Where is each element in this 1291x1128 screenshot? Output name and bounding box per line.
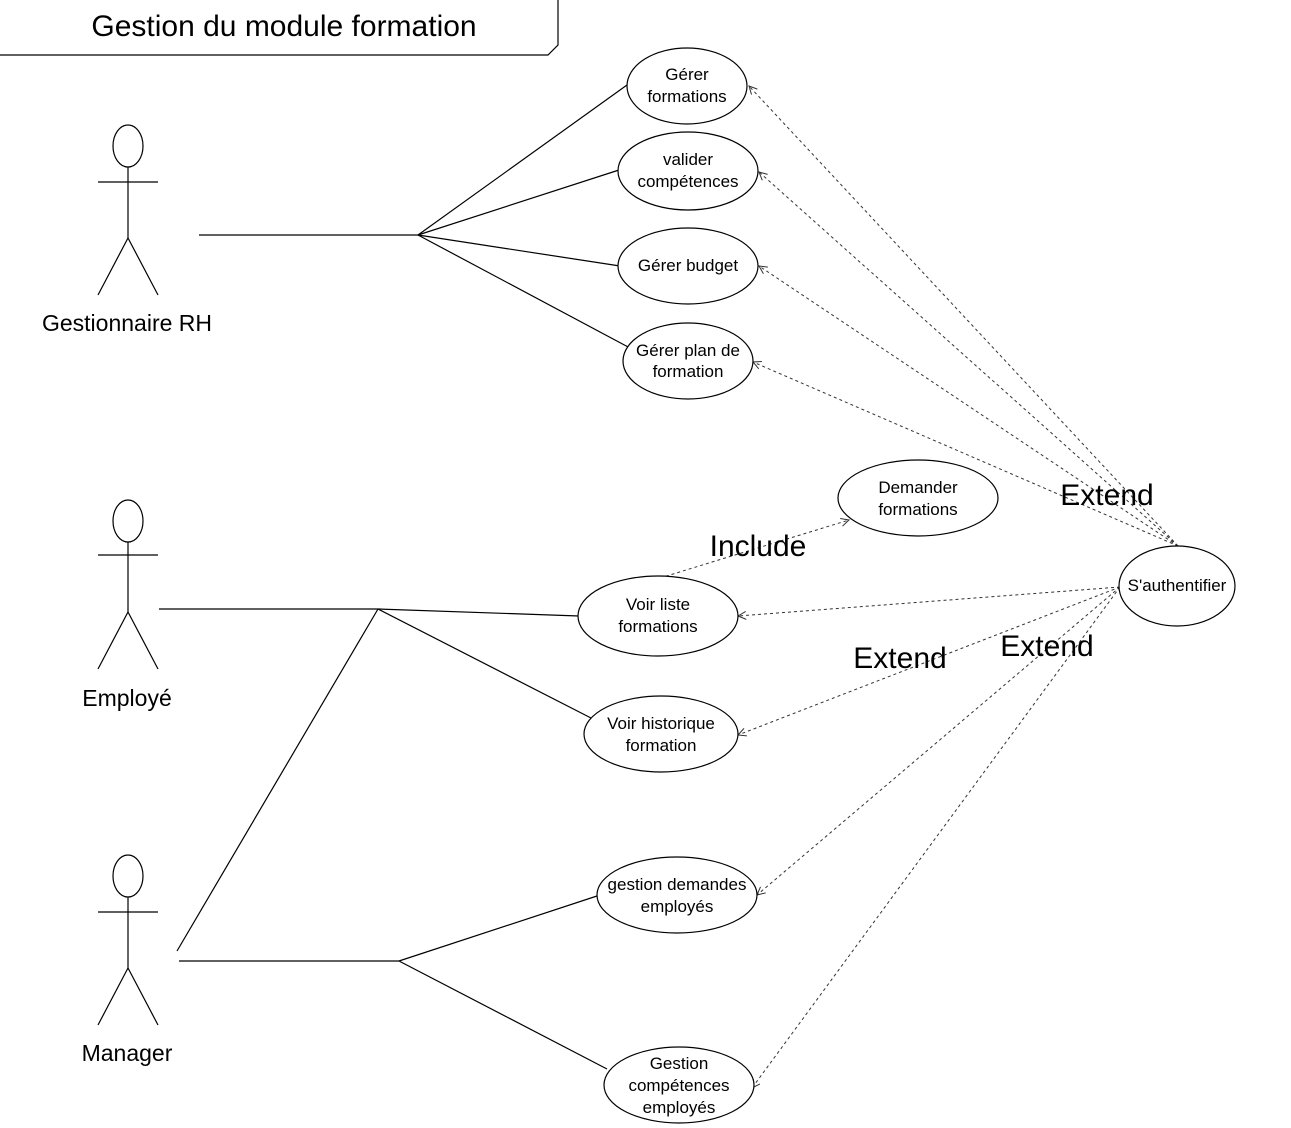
use-case-voir-liste-formations[interactable]: Voir liste formations <box>577 575 739 657</box>
use-case-label-line: valider <box>663 150 713 169</box>
extend-arrow-voir-liste <box>738 586 1121 616</box>
use-case-label-line: formations <box>878 500 957 519</box>
dependencies <box>659 86 1179 1088</box>
relation-labels: Include Extend Extend Extend <box>710 479 1154 675</box>
include-label: Include <box>710 530 807 563</box>
use-case-gerer-budget[interactable]: Gérer budget <box>617 227 759 305</box>
use-case-label-line: Demander <box>878 478 958 497</box>
extend-label: Extend <box>1000 630 1093 663</box>
associations <box>159 84 631 1070</box>
extend-arrow-gestion-competences <box>752 586 1121 1088</box>
association-gerer-budget <box>417 234 621 267</box>
diagram-title-frame: Gestion du module formation <box>0 0 559 56</box>
use-case-label-line: formation <box>653 362 724 381</box>
association-gestion-competences <box>398 960 608 1070</box>
title-frame-border <box>0 0 559 56</box>
use-case-label-line: employés <box>641 897 714 916</box>
actor-label-gestionnaire: Gestionnaire RH <box>42 310 212 336</box>
extend-arrow-gestion-demandes <box>757 586 1121 895</box>
extend-label: Extend <box>853 642 946 675</box>
use-case-label-line: gestion demandes <box>608 875 747 894</box>
use-case-label-line: Voir liste <box>626 595 690 614</box>
actor-right-leg <box>127 611 159 670</box>
use-case-ellipse <box>837 459 999 537</box>
use-case-label-line: compétences <box>628 1076 729 1095</box>
use-case-s-authentifier[interactable]: S'authentifier <box>1118 545 1236 627</box>
association-gerer-formations <box>417 84 628 236</box>
use-case-label-line: compétences <box>637 172 738 191</box>
use-case-label-line: Gérer <box>665 65 709 84</box>
actor-head <box>112 499 144 543</box>
use-case-ellipse <box>583 695 739 773</box>
use-case-label-line: formation <box>626 736 697 755</box>
use-case-gestion-demandes-employes[interactable]: gestion demandes employés <box>596 856 758 934</box>
extend-arrow-valider-competences <box>759 172 1179 547</box>
extend-arrow-gerer-plan <box>753 362 1179 547</box>
use-case-label-line: Gestion <box>650 1054 709 1073</box>
use-case-ellipse <box>617 227 759 305</box>
association-gestion-demandes <box>398 894 601 962</box>
use-case-label-line: employés <box>643 1098 716 1117</box>
use-case-ellipse <box>626 47 748 125</box>
actor-left-leg <box>97 237 129 296</box>
actor-head <box>112 854 144 898</box>
association-voir-historique <box>377 608 592 719</box>
actor-left-leg <box>97 967 129 1026</box>
use-case-ellipse <box>603 1046 755 1124</box>
actor-right-leg <box>127 967 159 1026</box>
use-case-label-line: S'authentifier <box>1128 576 1227 595</box>
association-manager-employe-generalization <box>176 608 379 952</box>
actor-manager: Manager <box>82 854 173 1066</box>
extend-arrow-gerer-formations <box>749 86 1179 547</box>
association-gerer-plan <box>417 234 631 349</box>
use-case-label-line: formations <box>647 87 726 106</box>
actor-left-leg <box>97 611 129 670</box>
actor-label-employe: Employé <box>82 685 171 711</box>
use-case-ellipse <box>622 322 754 400</box>
actor-head <box>112 124 144 168</box>
extend-arrow-voir-historique <box>738 586 1121 735</box>
actor-label-manager: Manager <box>82 1040 173 1066</box>
actor-employe: Employé <box>82 499 172 711</box>
actor-right-leg <box>127 237 159 296</box>
use-case-ellipse <box>617 131 759 211</box>
use-case-gerer-plan-formation[interactable]: Gérer plan de formation <box>622 322 754 400</box>
association-voir-liste <box>377 608 580 617</box>
use-case-ellipse <box>1118 545 1236 627</box>
include-arrow-demander-formations <box>659 520 849 579</box>
use-case-label-line: formations <box>618 617 697 636</box>
use-case-voir-historique-formation[interactable]: Voir historique formation <box>583 695 739 773</box>
use-case-ellipse <box>596 856 758 934</box>
use-case-label-line: Voir historique <box>607 714 715 733</box>
use-case-gerer-formations[interactable]: Gérer formations <box>626 47 748 125</box>
actor-gestionnaire-rh: Gestionnaire RH <box>42 124 212 336</box>
use-case-valider-competences[interactable]: valider compétences <box>617 131 759 211</box>
use-case-demander-formations[interactable]: Demander formations <box>837 459 999 537</box>
use-case-gestion-competences-employes[interactable]: Gestion compétences employés <box>603 1046 755 1124</box>
use-case-ellipse <box>577 575 739 657</box>
use-case-label-line: Gérer plan de <box>636 341 740 360</box>
association-valider-competences <box>417 169 620 236</box>
diagram-title: Gestion du module formation <box>91 10 476 43</box>
extend-label: Extend <box>1060 479 1153 512</box>
use-case-label-line: Gérer budget <box>638 256 738 275</box>
